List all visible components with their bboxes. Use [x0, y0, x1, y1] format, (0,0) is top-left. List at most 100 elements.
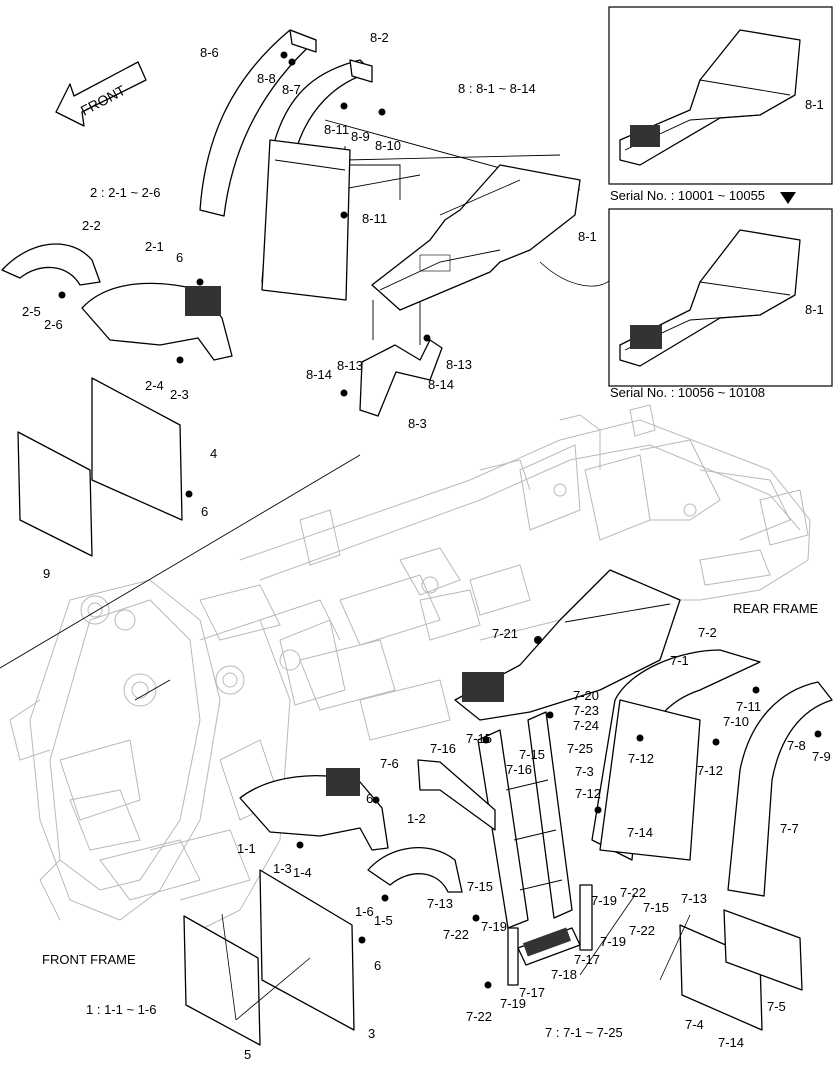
callout: 7-13 [427, 896, 453, 911]
callout: 7-18 [551, 967, 577, 982]
rear-frame-label: REAR FRAME [733, 601, 819, 616]
part-1-1-fender [239, 768, 389, 851]
callout: 7-17 [519, 985, 545, 1000]
callout: 8-14 [428, 377, 454, 392]
callout: 8-9 [351, 129, 370, 144]
grip-pattern-bottom [630, 325, 662, 349]
part-7-5-mud-flap [723, 909, 803, 991]
part-4-mud-flap [91, 377, 183, 521]
callout: 7-16 [506, 762, 532, 777]
callout: 8-2 [370, 30, 389, 45]
group-titles: 8 : 8-1 ~ 8-14 2 : 2-1 ~ 2-6 1 : 1-1 ~ 1… [42, 81, 819, 1040]
front-direction-arrow: FRONT [55, 61, 147, 127]
callout: 2-5 [22, 304, 41, 319]
group-8-title: 8 : 8-1 ~ 8-14 [458, 81, 536, 96]
part-1-2-fender [367, 847, 463, 893]
callout: 7-12 [697, 763, 723, 778]
callout: 7-9 [812, 749, 831, 764]
callout: 7-22 [620, 885, 646, 900]
fasteners [58, 51, 822, 989]
part-7-12-fender [591, 649, 761, 861]
callout: 7-12 [575, 786, 601, 801]
callout: 8-3 [408, 416, 427, 431]
part-8-3-step-bracket [359, 339, 443, 417]
callout: 8-10 [375, 138, 401, 153]
callout: 7-24 [573, 718, 599, 733]
callout: 7-8 [787, 738, 806, 753]
grip-pattern-top [630, 125, 660, 147]
part-7-17-brackets [507, 884, 593, 986]
callout: 4 [210, 446, 217, 461]
part-7-7-fender [727, 681, 833, 897]
callout: 5 [244, 1047, 251, 1062]
callout: 7-15 [519, 747, 545, 762]
callout: 7-22 [629, 923, 655, 938]
part-2-2-fender [1, 243, 101, 286]
callout: 3 [368, 1026, 375, 1041]
part-5-mud-flap [183, 915, 261, 1046]
part-7-3-ladder [477, 711, 573, 929]
callout: 2-4 [145, 378, 164, 393]
callout: 1-5 [374, 913, 393, 928]
callout: 7-3 [575, 764, 594, 779]
part-8-6-fender [199, 29, 317, 217]
callout: 1-4 [293, 865, 312, 880]
callout: 8-1 [805, 302, 824, 317]
part-7-6-bracket [417, 759, 496, 831]
callout: 7-22 [443, 927, 469, 942]
callout: 6 [176, 250, 183, 265]
front-frame-label: FRONT FRAME [42, 952, 136, 967]
callout: 7-23 [573, 703, 599, 718]
callout: 6 [366, 791, 373, 806]
callout: 7-4 [685, 1017, 704, 1032]
callout: 7-6 [380, 756, 399, 771]
part-8-1-platform [371, 164, 581, 311]
callout: 2-6 [44, 317, 63, 332]
callout: 8-11 [324, 122, 349, 137]
part-8-2-fender [261, 59, 373, 301]
callout: 6 [201, 504, 208, 519]
part-9-mud-flap [17, 431, 93, 557]
part-7-18-step [517, 927, 581, 966]
callout: 7-15 [643, 900, 669, 915]
callout: 8-1 [805, 97, 824, 112]
inset-bottom: Serial No. : 10056 ~ 10108 [608, 208, 833, 400]
callout: 7-16 [430, 741, 456, 756]
group-7-title: 7 : 7-1 ~ 7-25 [545, 1025, 623, 1040]
callout: 7-25 [567, 741, 593, 756]
callout: 7-19 [500, 996, 526, 1011]
inset-bottom-serial: Serial No. : 10056 ~ 10108 [610, 385, 765, 400]
callout: 7-10 [723, 714, 749, 729]
callout: 7-12 [628, 751, 654, 766]
callout: 8-11 [362, 211, 387, 226]
callout: 8-1 [578, 229, 597, 244]
callout: 7-19 [600, 934, 626, 949]
callout: 1-1 [237, 841, 256, 856]
callout: 7-13 [681, 891, 707, 906]
callout: 7-2 [698, 625, 717, 640]
callout: 7-19 [481, 919, 507, 934]
group-2-title: 2 : 2-1 ~ 2-6 [90, 185, 160, 200]
callout: 7-5 [767, 999, 786, 1014]
callout: 7-15 [466, 731, 492, 746]
callout: 7-21 [492, 626, 518, 641]
chassis-frame-outline [9, 404, 811, 931]
callout: 8-13 [337, 358, 363, 373]
callout: 1-2 [407, 811, 426, 826]
callout: 6 [374, 958, 381, 973]
inset-top: Serial No. : 10001 ~ 10055 [608, 6, 833, 203]
callout: 7-11 [736, 699, 761, 714]
part-2-1-fender [81, 282, 233, 361]
callout: 2-1 [145, 239, 164, 254]
callout: 8-8 [257, 71, 276, 86]
callout: 2-2 [82, 218, 101, 233]
callout: 8-7 [282, 82, 301, 97]
inset-top-serial: Serial No. : 10001 ~ 10055 [610, 188, 765, 203]
serial-transition-arrow [780, 192, 796, 204]
callout: 7-15 [467, 879, 493, 894]
callout: 7-14 [627, 825, 653, 840]
callout: 8-14 [306, 367, 332, 382]
callout: 7-14 [718, 1035, 744, 1050]
